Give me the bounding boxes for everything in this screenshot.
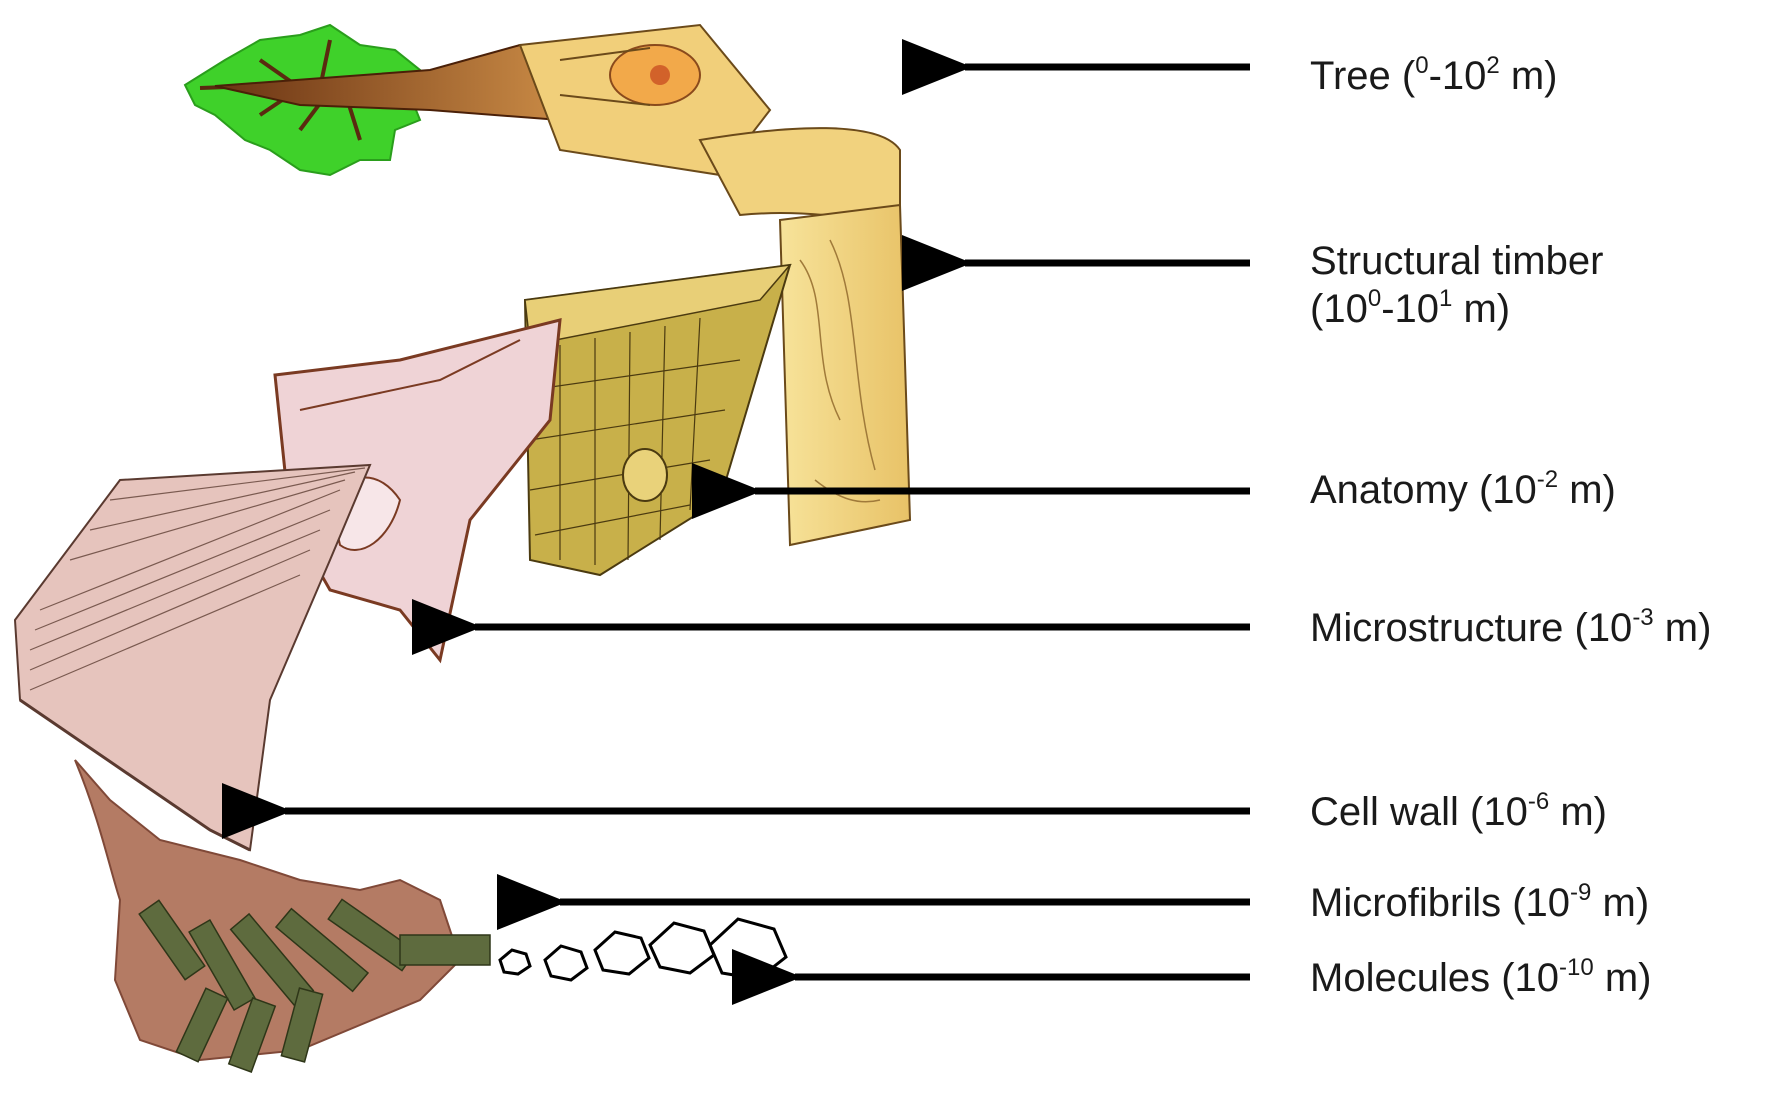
tree-illustration [185,25,770,175]
molecules-illustration [500,919,786,980]
label-microfibrils: Microfibrils (10-9 m) [1310,879,1649,933]
label-structural-timber: Structural timber (100-101 m) [1310,237,1603,339]
anatomy-illustration [525,265,790,575]
microfibrils-illustration [75,760,490,1072]
label-tree: Tree (0-102 m) [1310,52,1558,106]
label-structural-timber-line1: Structural timber [1310,237,1603,285]
label-anatomy: Anatomy (10-2 m) [1310,466,1616,520]
label-microstructure: Microstructure (10-3 m) [1310,604,1711,658]
label-cell-wall: Cell wall (10-6 m) [1310,788,1607,842]
label-structural-timber-line2: (100-101 m) [1310,285,1603,339]
microstructure-illustration [15,320,560,850]
cell-wall-layers [15,465,370,850]
label-molecules: Molecules (10-10 m) [1310,954,1651,1008]
